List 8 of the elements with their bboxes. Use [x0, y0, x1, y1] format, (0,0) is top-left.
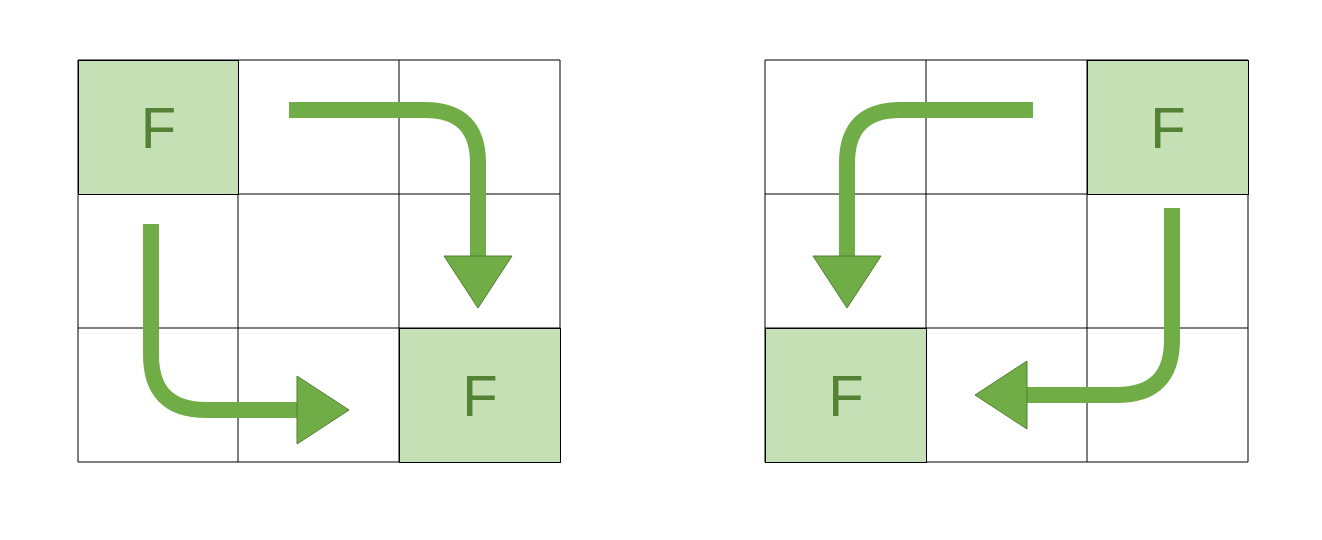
grid-cell — [1087, 60, 1249, 195]
cell-letter: F — [140, 94, 177, 161]
grid-cell — [765, 328, 927, 463]
cell-letter: F — [462, 362, 498, 429]
grid-cell — [78, 60, 239, 195]
cell-letter: F — [1150, 94, 1186, 161]
cell-letter: F — [828, 362, 864, 429]
grid-cell — [399, 328, 561, 463]
